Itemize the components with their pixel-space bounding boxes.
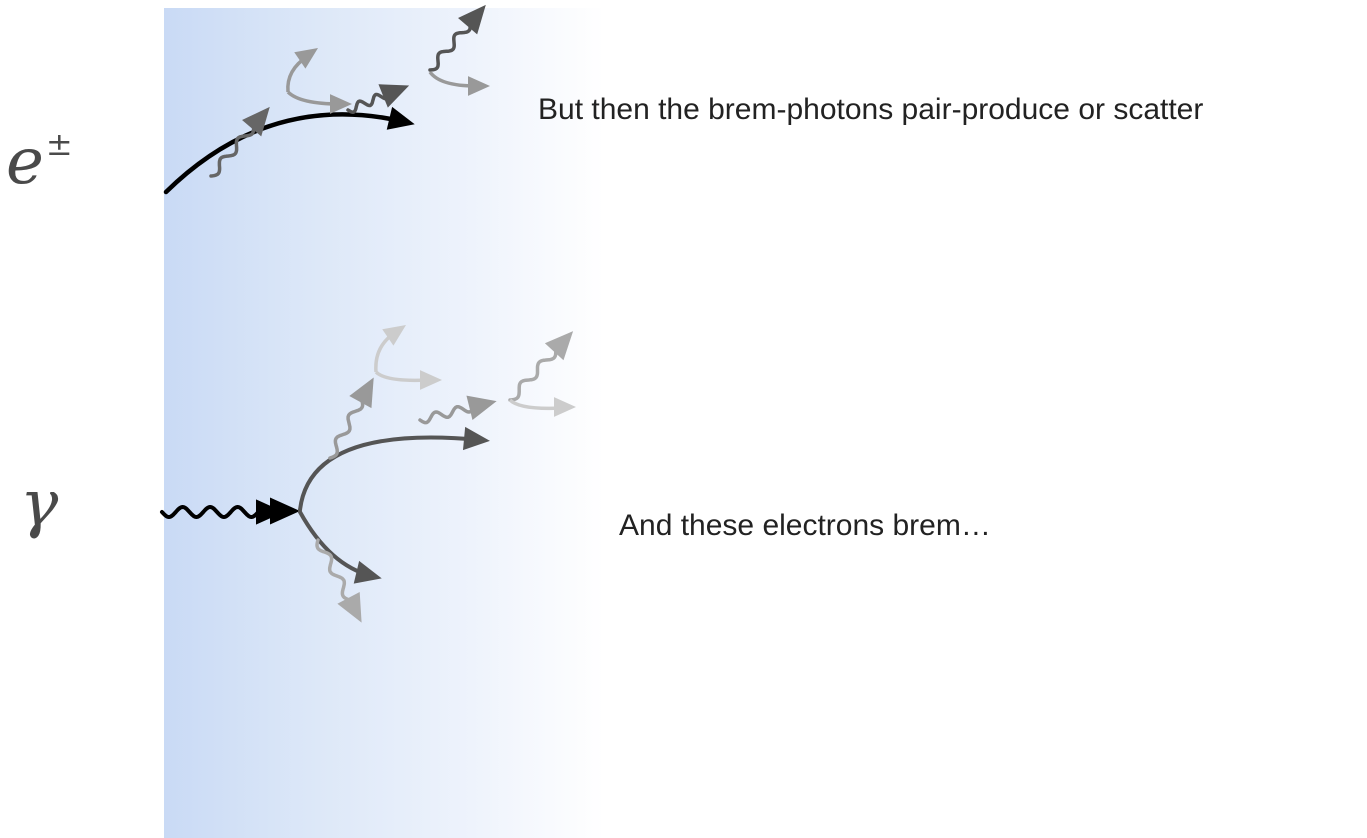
electron-symbol: e — [6, 125, 44, 199]
pair-electron-upper-arrowhead — [463, 427, 490, 450]
brem-photon-3-arrowhead — [458, 5, 486, 34]
faint-electron-2-arrowhead — [554, 397, 576, 417]
pair-electron-upper — [300, 437, 480, 510]
photon-primary — [162, 507, 272, 517]
electron-charge: ± — [46, 125, 73, 163]
pair-electron-lower-arrowhead — [354, 561, 382, 584]
brem-photon-upper-2-arrowhead — [466, 396, 496, 420]
electron-label: e± — [6, 128, 73, 194]
photon-primary-head — [270, 498, 300, 525]
caption-top: But then the brem-photons pair-produce o… — [538, 95, 1203, 125]
electron-primary-track-arrowhead — [387, 107, 415, 130]
scattered-electron-1-arrowhead — [468, 76, 490, 96]
brem-photon-lower-1-arrowhead — [337, 592, 361, 623]
electron-primary-track — [166, 114, 405, 192]
brem-photon-upper-3-arrowhead — [545, 331, 573, 360]
caption-bottom: And these electrons brem… — [619, 511, 991, 541]
faint-electron-1b-arrowhead — [420, 370, 442, 390]
photon-label: γ — [20, 472, 58, 536]
